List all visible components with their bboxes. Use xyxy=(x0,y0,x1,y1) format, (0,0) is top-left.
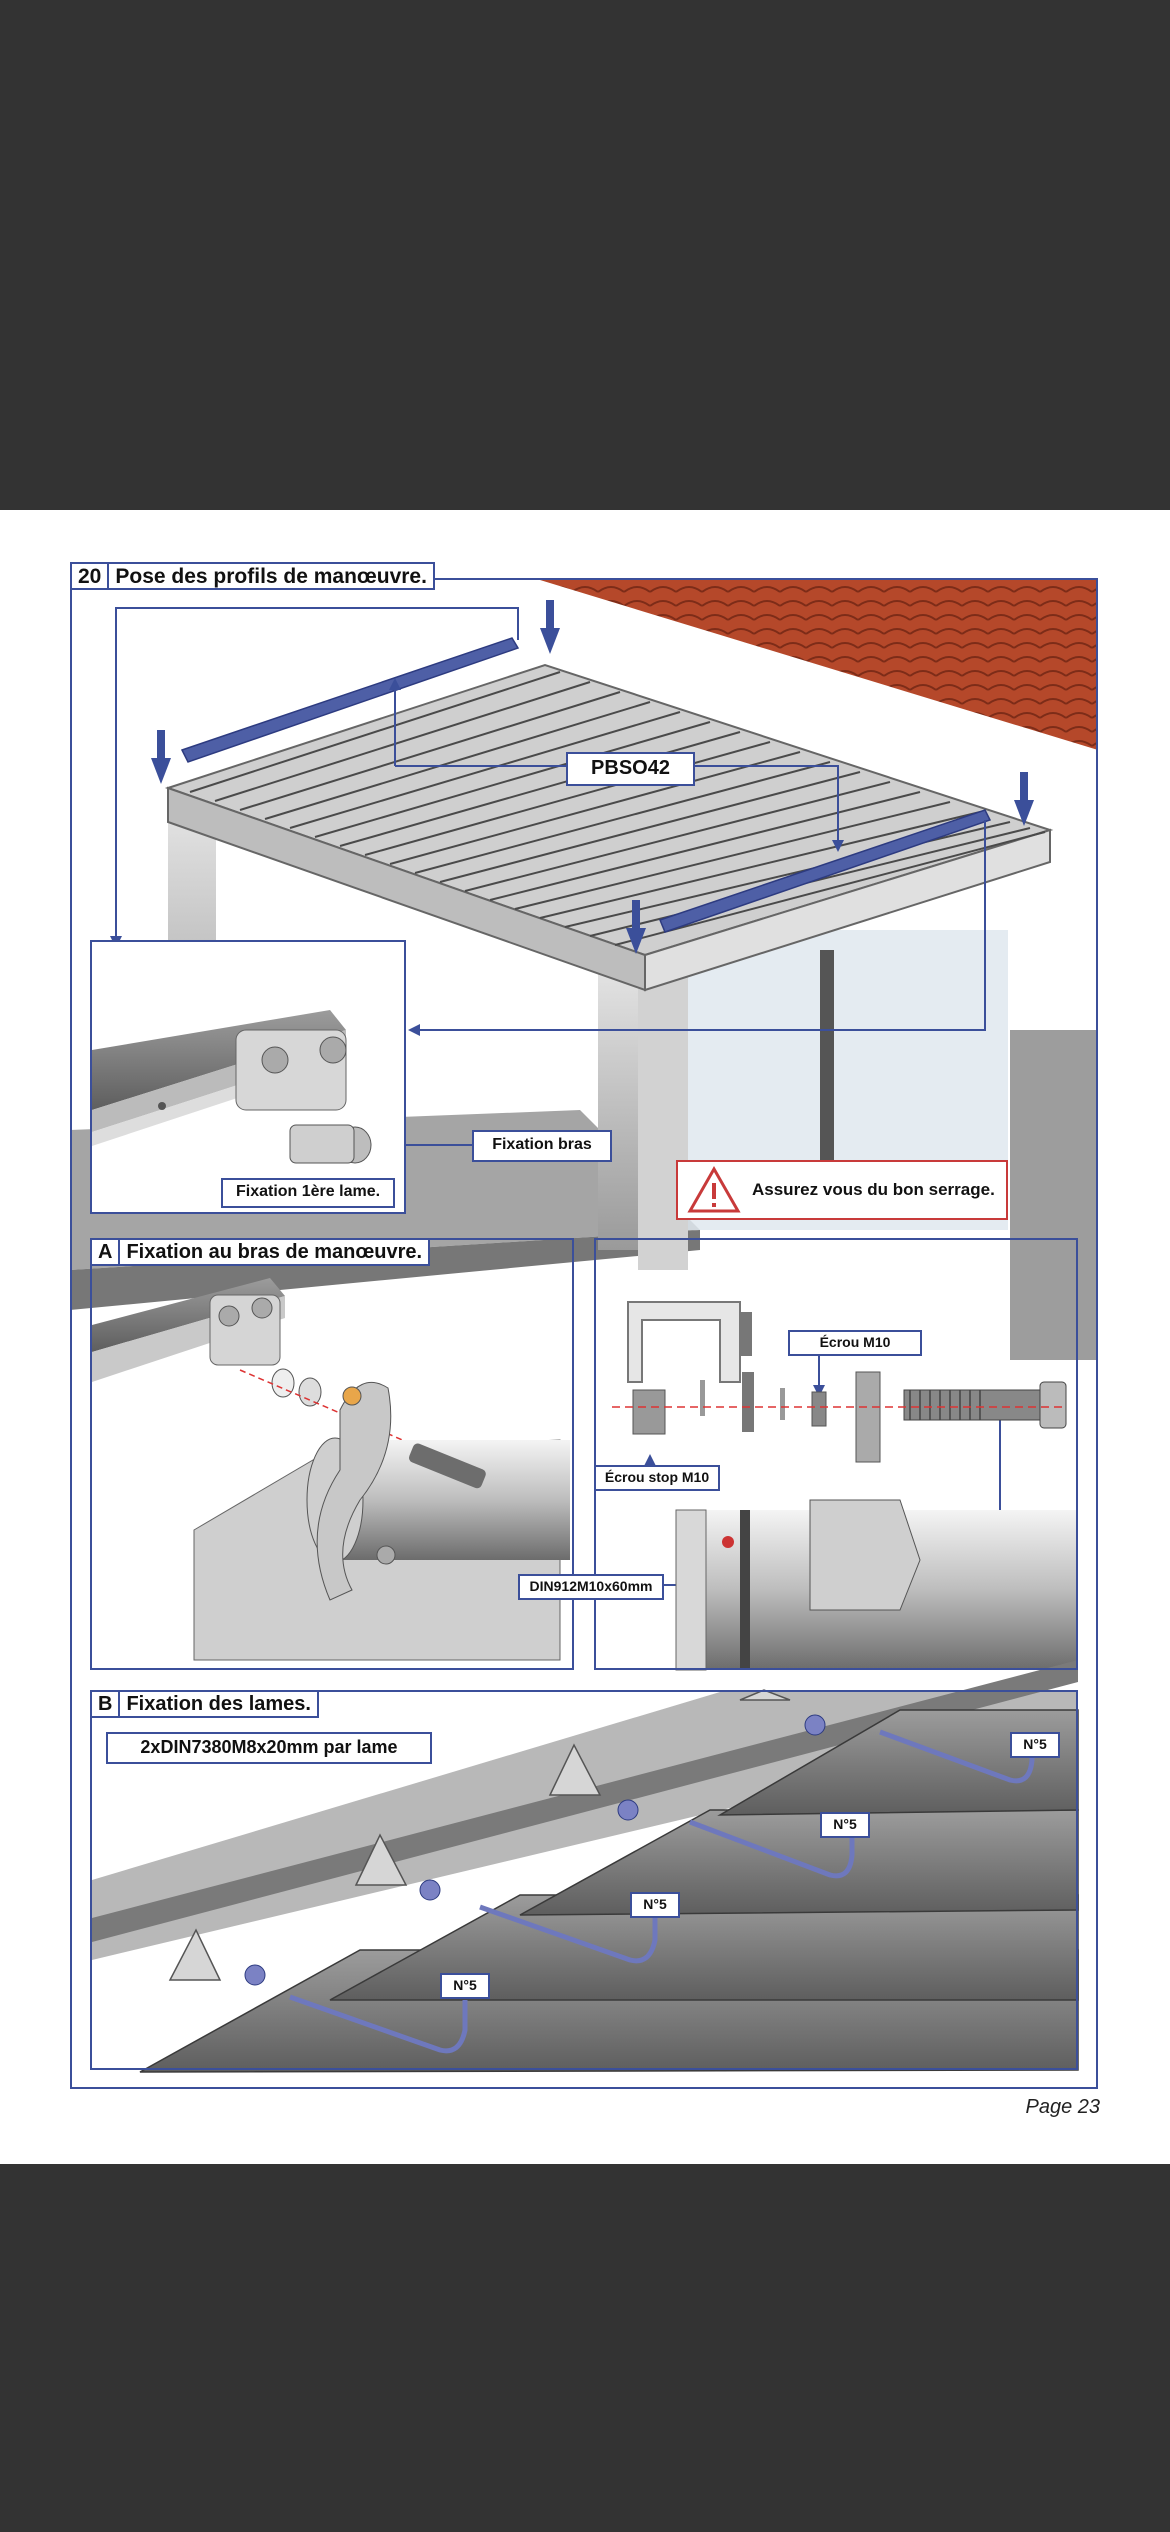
section-a-header: A Fixation au bras de manœuvre. xyxy=(90,1238,431,1266)
step-title: Pose des profils de manœuvre. xyxy=(109,562,435,590)
page-number: Page 23 xyxy=(1025,2096,1100,2118)
detail-inset xyxy=(90,940,406,1214)
section-a-letter: A xyxy=(90,1238,121,1266)
section-a-panel xyxy=(90,1238,574,1670)
step-number: 20 xyxy=(70,562,110,590)
part-code-label: PBSO42 xyxy=(566,752,695,786)
manual-page: 20 Pose des profils de manœuvre. PBSO42 … xyxy=(0,510,1170,2164)
step-header: 20 Pose des profils de manœuvre. xyxy=(70,562,435,590)
section-b-panel xyxy=(90,1690,1078,2070)
din7380-label: 2xDIN7380M8x20mm par lame xyxy=(106,1732,432,1764)
ecrou-stop-label: Écrou stop M10 xyxy=(594,1465,720,1491)
n5-label-4: N°5 xyxy=(1010,1732,1060,1758)
fixation-lame-label: Fixation 1ère lame. xyxy=(221,1178,395,1208)
profile-right xyxy=(658,809,992,933)
fixation-bras-label: Fixation bras xyxy=(472,1130,612,1162)
n5-label-3: N°5 xyxy=(820,1812,870,1838)
section-b-illustration xyxy=(92,1660,1079,2073)
section-a-illustration xyxy=(92,1278,570,1661)
exploded-view-panel xyxy=(594,1238,1078,1670)
assembly-illustration xyxy=(70,580,1098,2073)
warning-text: Assurez vous du bon serrage. xyxy=(752,1180,995,1199)
ecrou-m10-label: Écrou M10 xyxy=(788,1330,922,1356)
roof-tiles xyxy=(540,580,1098,750)
step-frame xyxy=(70,578,1098,2089)
section-b-header: B Fixation des lames. xyxy=(90,1690,319,1718)
detail-inset-illustration xyxy=(92,942,404,1212)
warning-triangle-icon xyxy=(687,1165,741,1213)
warning-box: Assurez vous du bon serrage. xyxy=(676,1160,1008,1220)
section-b-title: Fixation des lames. xyxy=(120,1690,319,1718)
profile-left xyxy=(180,637,520,763)
section-a-title: Fixation au bras de manœuvre. xyxy=(120,1238,431,1266)
section-b-letter: B xyxy=(90,1690,121,1718)
exploded-view-illustration xyxy=(612,1301,1076,1671)
n5-label-2: N°5 xyxy=(630,1892,680,1918)
din912-label: DIN912M10x60mm xyxy=(518,1574,664,1600)
n5-label-1: N°5 xyxy=(440,1973,490,1999)
